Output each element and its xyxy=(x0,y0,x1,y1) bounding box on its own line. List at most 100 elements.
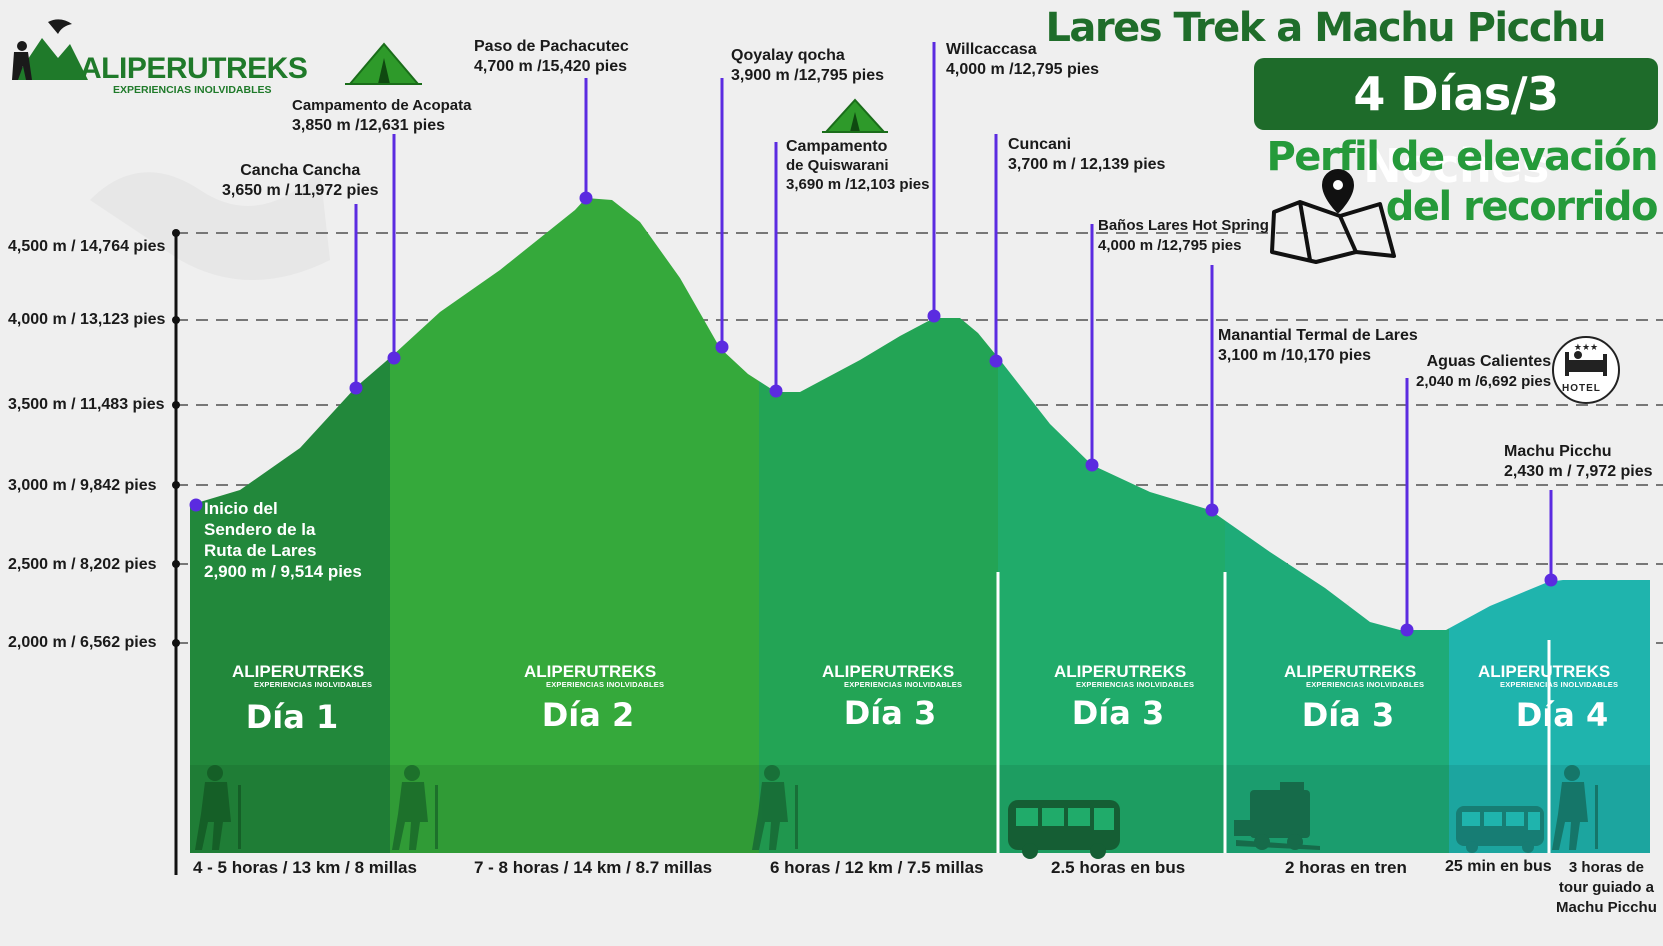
map-pin-icon xyxy=(1270,169,1396,264)
waypoint-elevation: 3,690 m /12,103 pies xyxy=(786,176,930,193)
waypoint-name: Qoyalay qocha xyxy=(731,47,845,64)
waypoint-elevation: 4,000 m /12,795 pies xyxy=(946,61,1099,78)
waypoint-label-aguas: Aguas Calientes 2,040 m /6,692 pies xyxy=(1416,352,1551,392)
day-label: Día 3 xyxy=(843,694,937,732)
svg-text:★★★: ★★★ xyxy=(1574,342,1598,352)
marker-dot xyxy=(349,381,363,395)
marker-dot xyxy=(1085,458,1099,472)
brand-logo-icon xyxy=(12,19,88,80)
footer-extra-line3: Machu Picchu xyxy=(1556,899,1657,916)
marker-dot xyxy=(1544,573,1558,587)
hiker-icon xyxy=(752,765,798,850)
waypoint-elevation: 3,700 m / 12,139 pies xyxy=(1008,156,1166,173)
footer-extra-line2: tour guiado a xyxy=(1558,879,1654,896)
waypoint-elevation: 3,650 m / 11,972 pies xyxy=(222,182,379,199)
tent-icon xyxy=(822,98,888,133)
waypoint-name: Campamento de Acopata xyxy=(292,97,472,114)
marker-dot xyxy=(387,351,401,365)
segment-footer: 7 - 8 horas / 14 km / 8.7 millas xyxy=(474,858,713,877)
start-line1: Inicio del xyxy=(204,499,278,518)
waypoint-name: Paso de Pachacutec xyxy=(474,38,629,55)
waypoint-name: Campamento xyxy=(786,138,888,155)
day-label: Día 3 xyxy=(1071,694,1165,732)
watermark-name: ALIPERUTREKS xyxy=(1478,662,1611,681)
y-tick xyxy=(172,560,180,568)
waypoint-name: Baños Lares Hot Spring xyxy=(1098,217,1269,234)
waypoint-elevation: 2,430 m / 7,972 pies xyxy=(1504,463,1653,480)
waypoint-label-cuncani: Cuncani 3,700 m / 12,139 pies xyxy=(1008,135,1165,175)
marker-dot xyxy=(1400,623,1414,637)
waypoint-label-manantial: Manantial Termal de Lares 3,100 m /10,17… xyxy=(1218,326,1418,366)
day-label: Día 4 xyxy=(1515,696,1609,734)
segment-footer: 4 - 5 horas / 13 km / 8 millas xyxy=(193,858,417,877)
day-label: Día 3 xyxy=(1301,696,1395,734)
day-label: Día 1 xyxy=(245,698,339,736)
y-axis-ticks xyxy=(172,229,180,647)
brand-name: ALIPERUTREKS xyxy=(80,52,308,85)
watermark-tagline: EXPERIENCIAS INOLVIDABLES xyxy=(546,680,665,689)
waypoint-elevation: 3,900 m /12,795 pies xyxy=(731,67,884,84)
waypoint-label-qoyalay: Qoyalay qocha 3,900 m /12,795 pies xyxy=(731,46,884,86)
segment-dividers xyxy=(996,572,1551,853)
footer-extra-line1: 3 horas de xyxy=(1568,859,1644,876)
y-tick-label: 3,000 m / 9,842 pies xyxy=(8,477,157,494)
y-tick-label: 2,500 m / 8,202 pies xyxy=(8,556,157,573)
brand: ALIPERUTREKS EXPERIENCIAS INOLVIDABLES xyxy=(8,18,308,98)
waypoint-label-cancha: Cancha Cancha 3,650 m / 11,972 pies xyxy=(222,161,379,201)
y-tick xyxy=(172,401,180,409)
footer-band xyxy=(390,765,759,853)
marker-dot xyxy=(989,354,1003,368)
waypoint-label-banos: Baños Lares Hot Spring 4,000 m /12,795 p… xyxy=(1098,216,1269,256)
waypoint-name: Cancha Cancha xyxy=(240,162,361,179)
y-tick xyxy=(172,316,180,324)
watermark-name: ALIPERUTREKS xyxy=(524,662,657,681)
watermark-tagline: EXPERIENCIAS INOLVIDABLES xyxy=(254,680,373,689)
segment-footer: 2 horas en tren xyxy=(1285,858,1407,877)
tent-icon xyxy=(345,42,422,85)
segment-footer: 25 min en bus xyxy=(1445,858,1552,875)
watermark-name: ALIPERUTREKS xyxy=(1054,662,1187,681)
y-tick-label: 3,500 m / 11,483 pies xyxy=(8,396,165,413)
waypoint-label-machupicchu: Machu Picchu 2,430 m / 7,972 pies xyxy=(1504,442,1653,482)
marker-dot xyxy=(927,309,941,323)
waypoint-elevation: 2,040 m /6,692 pies xyxy=(1416,373,1552,390)
brand-tagline: EXPERIENCIAS INOLVIDABLES xyxy=(113,84,272,96)
waypoint-label-pachacutec: Paso de Pachacutec 4,700 m /15,420 pies xyxy=(474,37,629,77)
marker-dot xyxy=(189,498,203,512)
hotel-icon: ★★★ xyxy=(1552,336,1620,404)
watermark-name: ALIPERUTREKS xyxy=(1284,662,1417,681)
segment-footer: 6 horas / 12 km / 7.5 millas xyxy=(770,858,984,877)
waypoint-label-quiswarani: Campamento de Quiswarani 3,690 m /12,103… xyxy=(786,137,929,194)
waypoint-name: Manantial Termal de Lares xyxy=(1218,327,1418,344)
waypoint-name: Aguas Calientes xyxy=(1426,353,1552,370)
watermark-tagline: EXPERIENCIAS INOLVIDABLES xyxy=(1306,680,1425,689)
y-tick xyxy=(172,481,180,489)
waypoint-markers xyxy=(189,42,1558,637)
train-icon xyxy=(1234,782,1320,850)
segment-footer: 2.5 horas en bus xyxy=(1051,858,1186,877)
marker-dot xyxy=(769,384,783,398)
waypoint-label-acopata: Campamento de Acopata 3,850 m /12,631 pi… xyxy=(292,96,471,136)
watermark-tagline: EXPERIENCIAS INOLVIDABLES xyxy=(844,680,963,689)
waypoint-name-line2: de Quiswarani xyxy=(786,157,889,174)
marker-dot xyxy=(579,191,593,205)
watermark-name: ALIPERUTREKS xyxy=(232,662,365,681)
watermark-tagline: EXPERIENCIAS INOLVIDABLES xyxy=(1076,680,1195,689)
marker-dot xyxy=(1205,503,1219,517)
footer-band xyxy=(759,765,998,853)
y-tick xyxy=(172,639,180,647)
watermark-name: ALIPERUTREKS xyxy=(822,662,955,681)
hiker-icon xyxy=(392,765,438,850)
subtitle-line1: Perfil de elevación xyxy=(1266,134,1658,180)
y-tick xyxy=(172,229,180,237)
waypoint-label-start: Inicio del Sendero de la Ruta de Lares 2… xyxy=(204,498,362,582)
waypoint-name: Machu Picchu xyxy=(1504,443,1612,460)
y-tick-label: 2,000 m / 6,562 pies xyxy=(8,634,157,651)
